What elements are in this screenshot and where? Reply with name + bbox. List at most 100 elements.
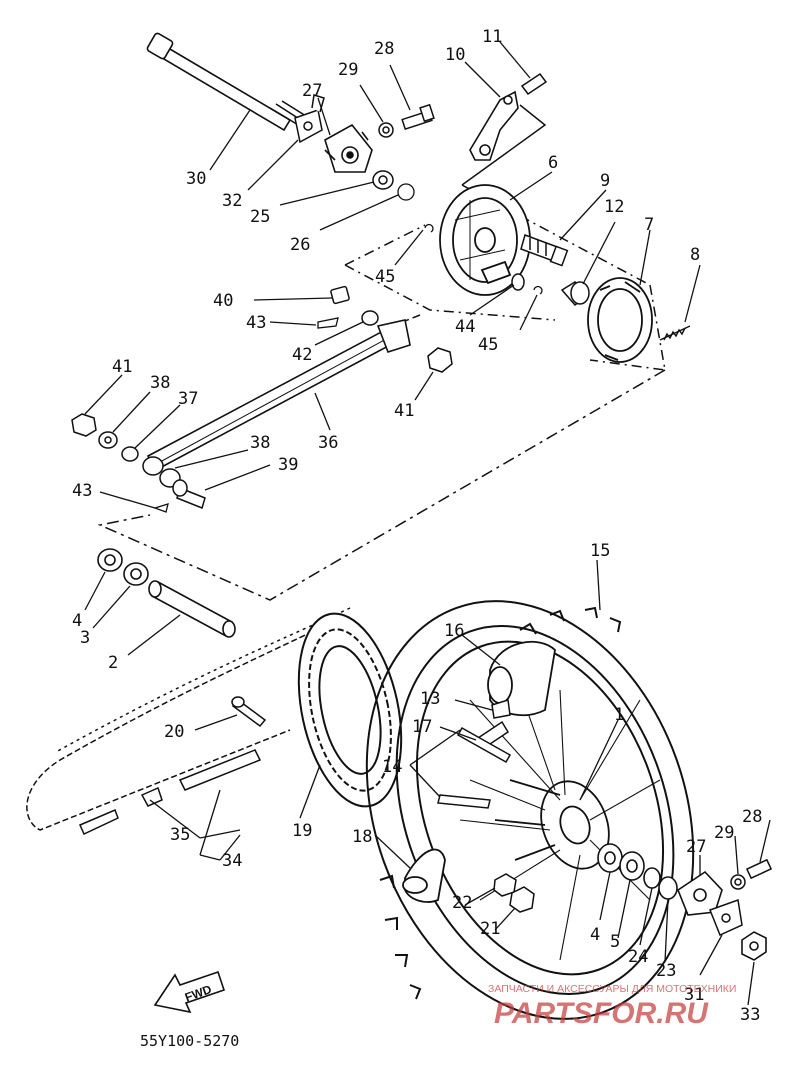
nut-41-left xyxy=(71,413,97,437)
callout-labels: 30 32 27 29 28 10 11 25 26 6 9 12 7 8 45… xyxy=(72,27,762,1025)
watermark: ЗАПЧАСТИ И АКСЕССУАРЫ ДЛЯ МОТОТЕХНИКИ PA… xyxy=(488,983,736,1030)
seal-3 xyxy=(123,562,149,586)
callout-28: 28 xyxy=(374,39,394,59)
callout-43-bottom: 43 xyxy=(72,481,92,501)
callout-9: 9 xyxy=(600,171,610,191)
callout-37: 37 xyxy=(178,389,198,409)
callout-39: 39 xyxy=(278,455,298,475)
rear-tire xyxy=(365,600,695,1020)
hub-spacer-2 xyxy=(148,580,236,638)
plug-26 xyxy=(397,183,415,201)
callout-26: 26 xyxy=(290,235,310,255)
adjust-bolt-right xyxy=(745,858,773,880)
callout-27: 27 xyxy=(302,81,322,101)
callout-28-right: 28 xyxy=(742,807,762,827)
callout-22: 22 xyxy=(452,893,472,913)
callout-16: 16 xyxy=(444,621,464,641)
chain-puller-left xyxy=(294,94,325,144)
adjust-bolt-top xyxy=(401,103,435,131)
callout-23: 23 xyxy=(656,961,676,981)
drawing-code: 55Y100-5270 xyxy=(140,1032,239,1050)
chain-adjuster-left xyxy=(324,123,373,173)
callout-44: 44 xyxy=(455,317,475,337)
brake-shoes xyxy=(587,277,653,363)
drive-chain xyxy=(26,607,351,836)
callout-14: 14 xyxy=(382,757,402,777)
spacer-23 xyxy=(658,876,678,900)
callout-41-left: 41 xyxy=(112,357,132,377)
callout-33: 33 xyxy=(740,1005,760,1025)
nut-41-right xyxy=(427,347,453,373)
washer-38-left xyxy=(98,431,118,449)
grouping-lines xyxy=(97,104,666,601)
collar-24 xyxy=(643,867,661,889)
axle-nut-33 xyxy=(741,931,767,961)
collar-25 xyxy=(372,170,394,190)
chain-adjuster-right xyxy=(677,870,723,916)
bolt-40 xyxy=(330,285,350,305)
callout-15: 15 xyxy=(590,541,610,561)
brake-shoe-plate xyxy=(439,184,531,296)
nipple-13 xyxy=(491,699,511,719)
callout-21: 21 xyxy=(480,919,500,939)
callout-19: 19 xyxy=(292,821,312,841)
callout-45-left: 45 xyxy=(375,267,395,287)
guide-18 xyxy=(402,848,446,903)
callout-29-right: 29 xyxy=(714,823,734,843)
washer-42 xyxy=(361,310,379,326)
callout-34: 34 xyxy=(222,851,242,871)
callout-32: 32 xyxy=(222,191,242,211)
cotter-43-bottom xyxy=(152,503,169,513)
rear-axle xyxy=(146,32,307,132)
callout-8: 8 xyxy=(690,245,700,265)
callout-45-right: 45 xyxy=(478,335,498,355)
callout-29: 29 xyxy=(338,60,358,80)
callout-13: 13 xyxy=(420,689,440,709)
leader-lines xyxy=(84,41,771,1006)
spacer-12 xyxy=(560,281,590,307)
fwd-arrow-icon: FWD xyxy=(153,970,226,1014)
callout-4-right: 4 xyxy=(590,925,600,945)
callout-20: 20 xyxy=(164,722,184,742)
callout-7: 7 xyxy=(644,215,654,235)
callout-35: 35 xyxy=(170,825,190,845)
chain-puller-right xyxy=(709,898,743,937)
callout-12: 12 xyxy=(604,197,624,217)
callout-24: 24 xyxy=(628,947,648,967)
callout-40: 40 xyxy=(213,291,233,311)
callout-11: 11 xyxy=(482,27,502,47)
clip-45-left xyxy=(424,223,434,233)
nut-37 xyxy=(121,446,139,462)
callout-36: 36 xyxy=(318,433,338,453)
brake-camshaft xyxy=(520,234,569,267)
bolts-14 xyxy=(437,726,512,809)
callout-18: 18 xyxy=(352,827,372,847)
clip-45-right xyxy=(533,285,543,295)
bolt-39 xyxy=(172,479,206,510)
callout-2: 2 xyxy=(108,653,118,673)
master-link-35 xyxy=(140,786,163,807)
lever-bolt xyxy=(520,72,548,96)
shoe-spring xyxy=(659,325,691,341)
washer-44 xyxy=(511,273,525,291)
sprocket-bolt-20 xyxy=(231,696,267,728)
callout-10: 10 xyxy=(445,45,465,65)
callout-6: 6 xyxy=(548,153,558,173)
callout-42: 42 xyxy=(292,345,312,365)
watermark-brand: PARTSFOR.RU xyxy=(494,997,709,1030)
cover-16 xyxy=(487,641,556,717)
callout-30: 30 xyxy=(186,169,206,189)
bearing-4-right xyxy=(597,843,623,873)
callout-4-left: 4 xyxy=(72,611,82,631)
callout-38-bottom: 38 xyxy=(250,433,270,453)
cotter-43-top xyxy=(317,317,339,329)
callout-38-top: 38 xyxy=(150,373,170,393)
callout-1: 1 xyxy=(614,705,624,725)
watermark-tagline: ЗАПЧАСТИ И АКСЕССУАРЫ ДЛЯ МОТОТЕХНИКИ xyxy=(488,983,736,995)
callout-25: 25 xyxy=(250,207,270,227)
adjust-nut-right xyxy=(730,874,746,890)
callout-31: 31 xyxy=(684,985,704,1005)
brake-cam-lever xyxy=(469,90,519,161)
callout-43-top: 43 xyxy=(246,313,266,333)
